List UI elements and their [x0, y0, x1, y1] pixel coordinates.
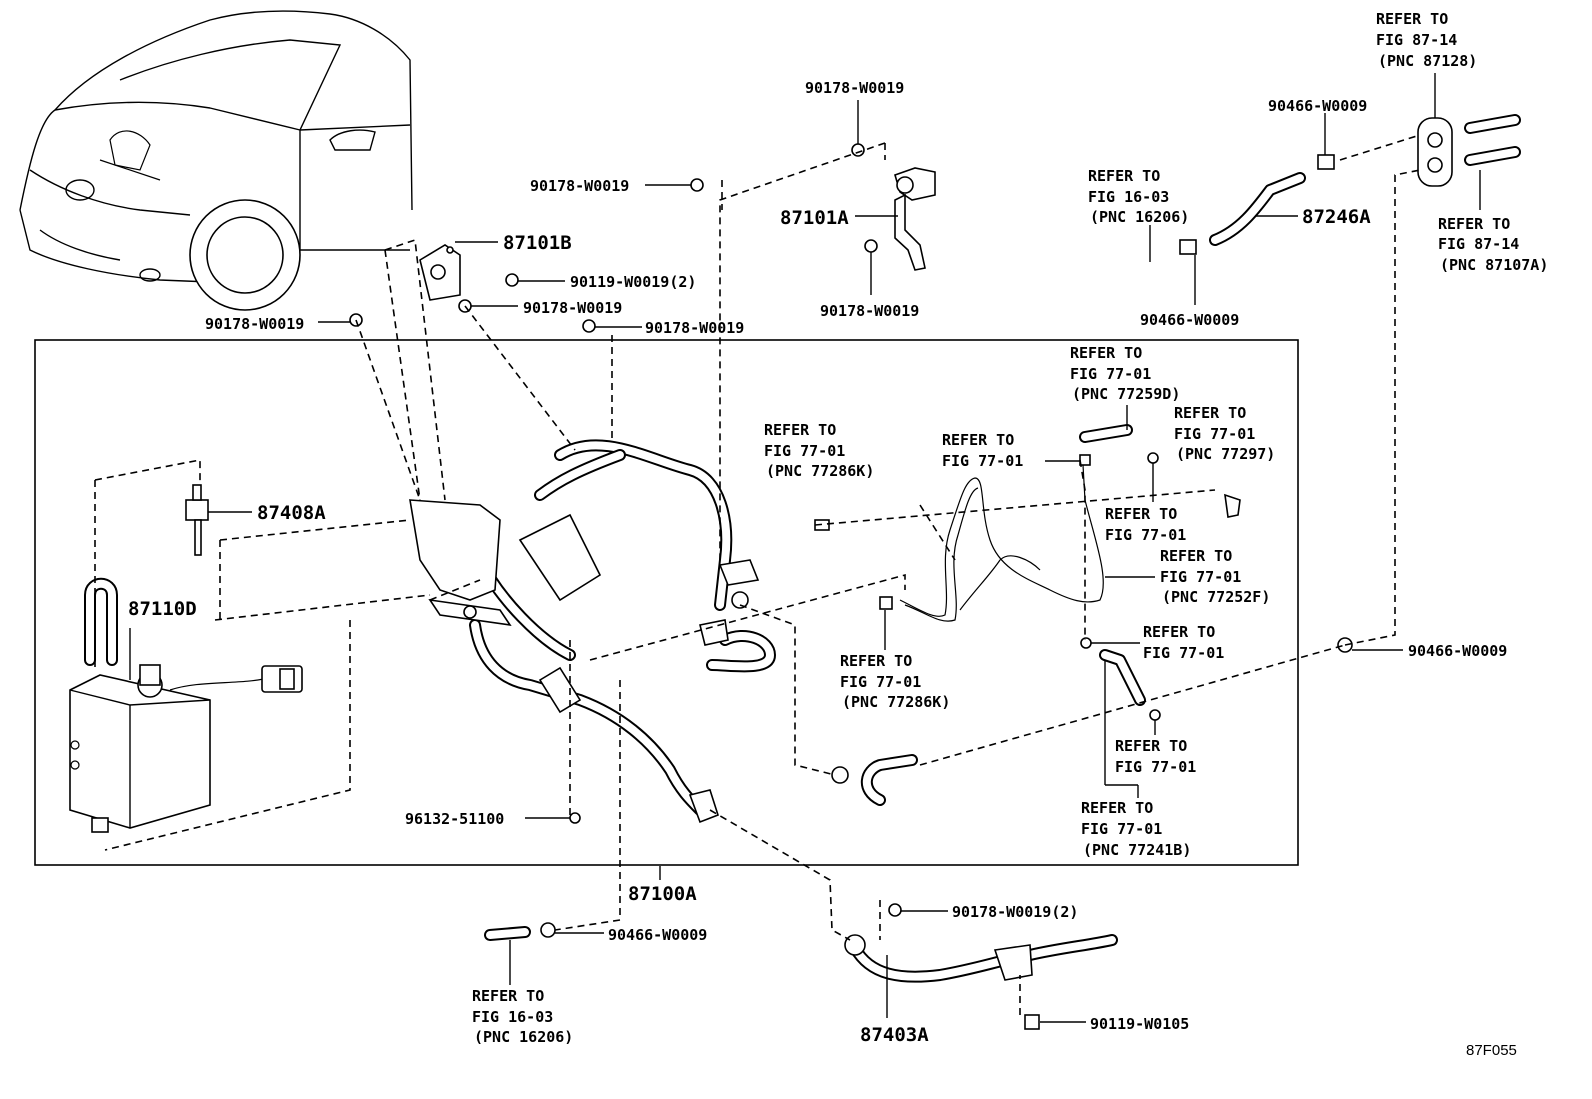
label-87403a: 87403A — [860, 1024, 929, 1046]
fasteners — [349, 143, 1353, 824]
ref-fig-77-01-pnc-77286k-top: REFER TO FIG 77-01 (PNC 77286K) — [764, 421, 874, 480]
leader-lines — [129, 73, 1481, 1023]
hose-elbow-center — [831, 754, 918, 806]
label-87408a: 87408A — [257, 502, 326, 524]
label-96132-51100: 96132-51100 — [405, 810, 504, 828]
label-90466-w0009-bottom: 90466-W0009 — [608, 926, 707, 944]
label-87246a: 87246A — [1302, 206, 1371, 228]
label-90178-w0019-upper-left: 90178-W0019 — [530, 177, 629, 195]
ref-fig-77-01-pnc-77241b: REFER TO FIG 77-01 (PNC 77241B) — [1081, 799, 1191, 859]
ref-fig-87-14-pnc-87107a: REFER TO FIG 87-14 (PNC 87107A) — [1438, 215, 1548, 274]
part-87110d-heater — [69, 577, 303, 833]
label-90178-w0019-top: 90178-W0019 — [805, 79, 904, 97]
ref-fig-77-01-pnc-77297: REFER TO FIG 77-01 (PNC 77297) — [1174, 404, 1275, 463]
ref-fig-16-03-pnc-16206-bottom: REFER TO FIG 16-03 (PNC 16206) — [472, 987, 573, 1046]
part-labels: 90178-W0019 87101A 90178-W0019 90178-W00… — [128, 79, 1507, 1046]
ref-fig-77-01-c: REFER TO FIG 77-01 — [1143, 623, 1224, 662]
label-90466-w0009-right: 90466-W0009 — [1408, 642, 1507, 660]
ref-fig-77-01-pnc-77286k-bottom: REFER TO FIG 77-01 (PNC 77286K) — [840, 652, 950, 711]
assembly-frame — [34, 339, 1299, 866]
label-87101a: 87101A — [780, 207, 849, 229]
label-90178-w0019-2-bottom: 90178-W0019(2) — [952, 903, 1078, 921]
pipe-bottom-left — [484, 922, 556, 941]
label-90178-w0019-center: 90178-W0019 — [645, 319, 744, 337]
label-90178-w0019-left: 90178-W0019 — [205, 315, 304, 333]
ref-fig-77-01-a: REFER TO FIG 77-01 — [942, 431, 1023, 470]
part-87408a-sensor — [185, 484, 209, 556]
vehicle-illustration — [19, 10, 413, 311]
ref-fig-16-03-pnc-16206-top: REFER TO FIG 16-03 (PNC 16206) — [1088, 167, 1189, 226]
part-87246a-hose — [1141, 154, 1335, 276]
part-87101a-bracket — [894, 167, 936, 271]
ref-fig-77-01-b: REFER TO FIG 77-01 — [1105, 505, 1186, 544]
guide-lines — [94, 134, 1421, 1015]
ref-fig-77-01-pnc-77259d: REFER TO FIG 77-01 (PNC 77259D) — [1070, 344, 1180, 403]
label-90466-w0009-mid-top: 90466-W0009 — [1140, 311, 1239, 329]
diagram-code: 87F055 — [1466, 1042, 1517, 1059]
ref-fig-87-14-pnc-87128: REFER TO FIG 87-14 (PNC 87128) — [1376, 10, 1477, 70]
label-87100a: 87100A — [628, 883, 697, 905]
label-90178-w0019-87101a: 90178-W0019 — [820, 302, 919, 320]
part-87101b-bracket — [419, 244, 461, 301]
label-90178-w0019-mid: 90178-W0019 — [523, 299, 622, 317]
part-87100a-hose-assembly — [409, 439, 776, 824]
label-90119-w0105: 90119-W0105 — [1090, 1015, 1189, 1033]
ref-fig-77-01-pnc-77252f: REFER TO FIG 77-01 (PNC 77252F) — [1160, 547, 1270, 606]
ref-fig-77-01-d: REFER TO FIG 77-01 — [1115, 737, 1196, 776]
label-87101b: 87101B — [503, 232, 572, 254]
grommet-87128 — [1417, 114, 1521, 187]
reference-labels: REFER TO FIG 87-14 (PNC 87128) REFER TO … — [472, 10, 1548, 1046]
part-87403a-hose — [844, 903, 1118, 1030]
label-90119-w0019-2: 90119-W0019(2) — [570, 273, 696, 291]
label-90466-w0009-top-right: 90466-W0009 — [1268, 97, 1367, 115]
label-87110d: 87110D — [128, 598, 197, 620]
